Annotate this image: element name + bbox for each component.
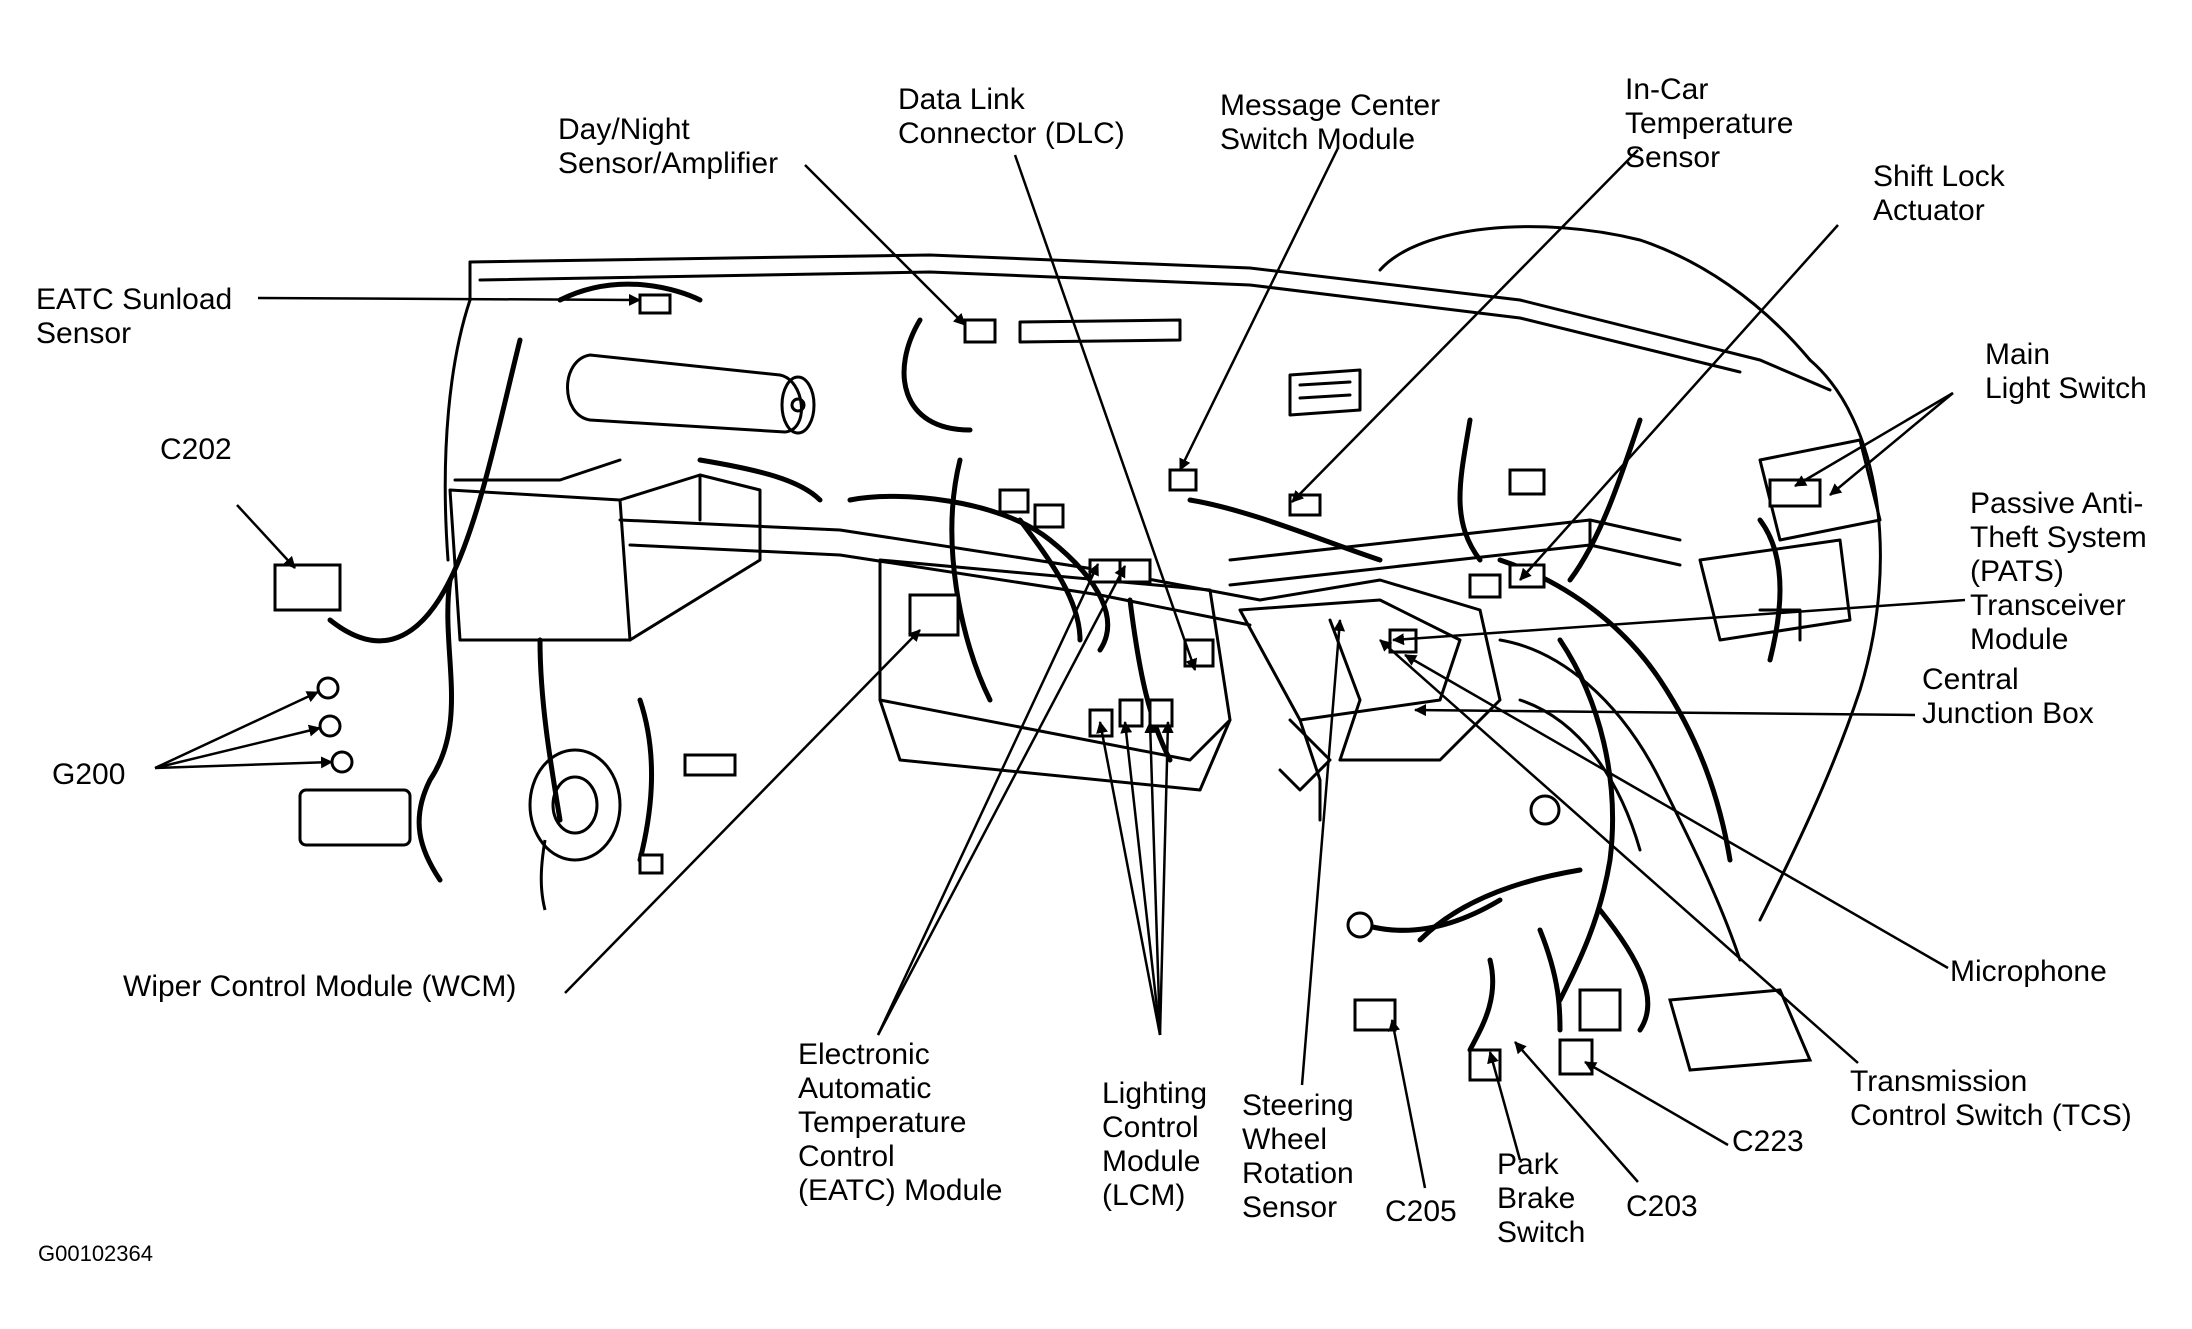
- label-c223: C223: [1732, 1125, 1804, 1158]
- label-wiper-control-module: Wiper Control Module (WCM): [123, 970, 517, 1003]
- label-microphone: Microphone: [1950, 955, 2107, 988]
- label-c203: C203: [1626, 1190, 1698, 1223]
- blower-motor: [528, 748, 622, 911]
- label-pats-transceiver-module: Passive Anti-Theft System(PATS)Transceiv…: [1970, 487, 2147, 656]
- ground-eyelets: [316, 676, 1561, 939]
- label-g200: G200: [52, 758, 126, 791]
- leader-lines: [154, 147, 1966, 1189]
- wiring-harness: [327, 281, 1783, 1053]
- label-c205: C205: [1385, 1195, 1457, 1228]
- figure-code: G00102364: [38, 1241, 153, 1266]
- dashboard-outline: [443, 225, 1882, 962]
- label-c202: C202: [160, 433, 232, 466]
